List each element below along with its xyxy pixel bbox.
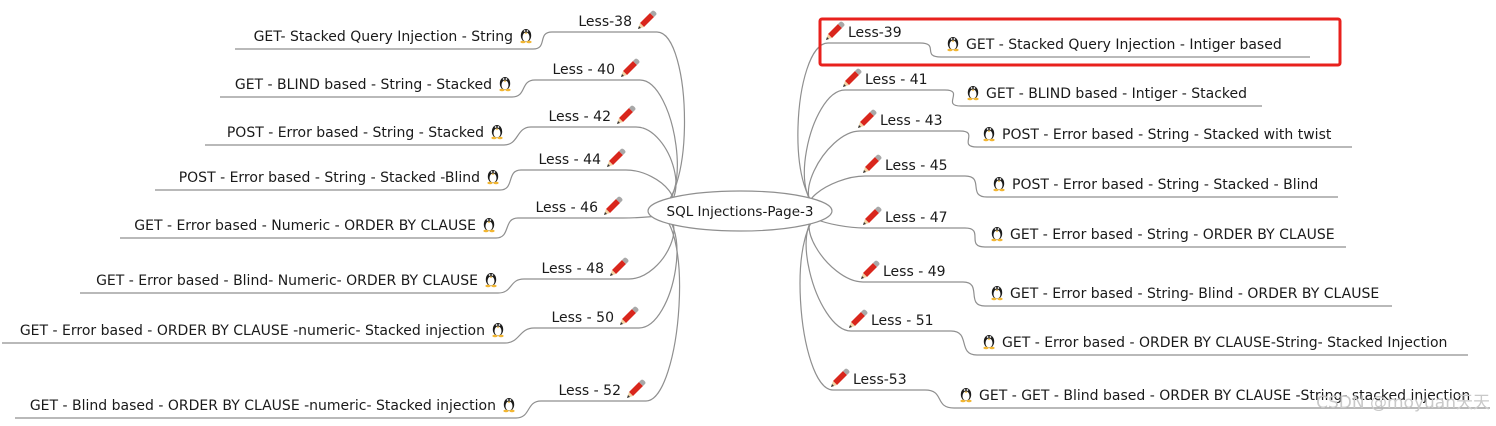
topic-label: GET - Error based - Blind- Numeric- ORDE… [96, 273, 478, 289]
pencil-icon [627, 379, 646, 398]
pencil-icon [638, 10, 657, 29]
pencil-icon [607, 148, 626, 167]
penguin-icon [503, 398, 515, 413]
topic-label: GET - Error based - ORDER BY CLAUSE -num… [20, 323, 485, 339]
pencil-icon [843, 68, 862, 87]
central-node[interactable] [647, 190, 833, 232]
pencil-icon [621, 58, 640, 77]
penguin-icon [492, 323, 504, 338]
penguin-icon [960, 388, 972, 403]
pencil-icon [826, 21, 845, 40]
topic-label: POST - Error based - String - Stacked -B… [179, 170, 480, 186]
pencil-icon [610, 257, 629, 276]
topic-label: POST - Error based - String - Stacked - … [1012, 177, 1318, 193]
penguin-icon [993, 177, 1005, 192]
lesson-label: Less - 51 [871, 313, 934, 329]
penguin-icon [520, 29, 532, 44]
lesson-label: Less-38 [578, 14, 632, 30]
topic-label: GET - Error based - String - ORDER BY CL… [1010, 227, 1335, 243]
lesson-label: Less - 52 [558, 383, 621, 399]
penguin-icon [491, 125, 503, 140]
topic-label: GET - Error based - Numeric - ORDER BY C… [134, 218, 476, 234]
topic-label: GET - Error based - String- Blind - ORDE… [1010, 286, 1379, 302]
penguin-icon [947, 37, 959, 52]
penguin-icon [983, 335, 995, 350]
topic-label: GET - Error based - ORDER BY CLAUSE-Stri… [1002, 335, 1447, 351]
lesson-label: Less - 41 [865, 72, 928, 88]
topic-label: POST - Error based - String - Stacked [227, 125, 484, 141]
pencil-icon [604, 196, 623, 215]
lesson-label: Less - 47 [885, 210, 948, 226]
topic-label: GET - BLIND based - Intiger - Stacked [986, 86, 1247, 102]
pencil-icon [620, 306, 639, 325]
penguin-icon [991, 286, 1003, 301]
highlight-box [818, 17, 1342, 67]
pencil-icon [617, 105, 636, 124]
penguin-icon [967, 86, 979, 101]
lesson-label: Less - 43 [880, 113, 943, 129]
watermark: CSDN @moyuan天天 [1316, 393, 1490, 413]
lesson-label: Less - 40 [552, 62, 615, 78]
topic-label: GET - Blind based - ORDER BY CLAUSE -num… [30, 398, 496, 414]
pencil-icon [863, 154, 882, 173]
penguin-icon [487, 170, 499, 185]
topic-label: GET - GET - Blind based - ORDER BY CLAUS… [979, 388, 1470, 404]
penguin-icon [485, 273, 497, 288]
lesson-label: Less-53 [853, 372, 907, 388]
topic-label: POST - Error based - String - Stacked wi… [1002, 127, 1332, 143]
pencil-icon [861, 260, 880, 279]
penguin-icon [499, 77, 511, 92]
lesson-label: Less - 50 [551, 310, 614, 326]
pencil-icon [849, 309, 868, 328]
topic-label: GET- Stacked Query Injection - String [254, 29, 513, 45]
lesson-label: Less - 42 [548, 109, 611, 125]
topic-label: GET - Stacked Query Injection - Intiger … [966, 37, 1282, 53]
lesson-label: Less - 45 [885, 158, 948, 174]
penguin-icon [483, 218, 495, 233]
pencil-icon [831, 368, 850, 387]
pencil-icon [863, 206, 882, 225]
lesson-label: Less - 44 [538, 152, 601, 168]
pencil-icon [858, 109, 877, 128]
penguin-icon [983, 127, 995, 142]
penguin-icon [991, 227, 1003, 242]
lesson-label: Less-39 [848, 25, 902, 41]
lesson-label: Less - 49 [883, 264, 946, 280]
lesson-label: Less - 46 [535, 200, 598, 216]
topic-label: GET - BLIND based - String - Stacked [235, 77, 492, 93]
central-node-label: SQL Injections-Page-3 [667, 204, 814, 220]
lesson-label: Less - 48 [541, 261, 604, 277]
